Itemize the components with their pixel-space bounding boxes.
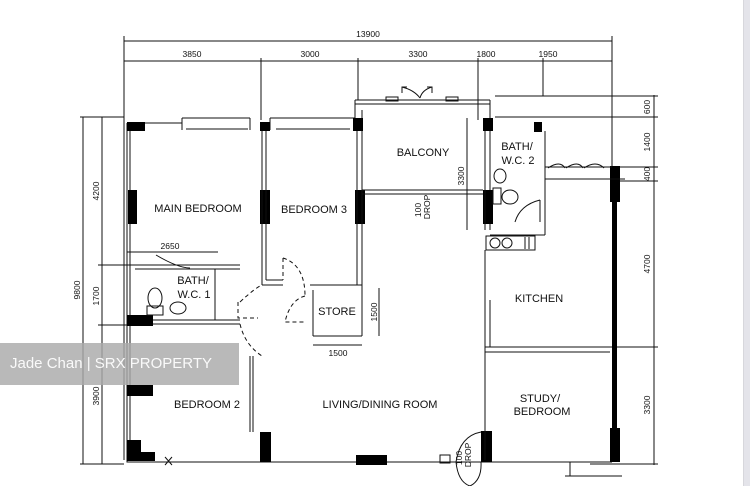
top-dimension-lines xyxy=(123,36,613,460)
internal-dimension-lines xyxy=(127,118,468,346)
balcony-drop-value: 100 xyxy=(413,203,423,217)
dim-top-3: 3300 xyxy=(409,49,428,59)
dim-right-5: 3300 xyxy=(642,395,652,414)
dim-right-4: 4700 xyxy=(642,254,652,273)
bath-wc-1-fixtures xyxy=(146,254,191,316)
dim-left-1: 4200 xyxy=(91,181,101,200)
door-swing-icons xyxy=(237,257,306,357)
balcony-drop-label: DROP xyxy=(422,194,432,219)
left-dimension-lines xyxy=(80,116,135,465)
dim-store-width: 1500 xyxy=(329,348,348,358)
dim-top-4: 1800 xyxy=(477,49,496,59)
kitchen-sink-icon xyxy=(485,235,536,251)
dim-left-overall: 9800 xyxy=(72,280,82,299)
main-entrance-door-icon xyxy=(439,431,482,486)
dim-right-3: 400 xyxy=(642,167,652,181)
room-study-line1: STUDY/ xyxy=(520,393,561,405)
room-bath-wc-1-line1: BATH/ xyxy=(177,275,210,287)
dim-right-1: 600 xyxy=(642,100,652,114)
dim-top-2: 3000 xyxy=(301,49,320,59)
service-yard-doors-icon xyxy=(547,163,605,169)
dim-right-2: 1400 xyxy=(642,132,652,151)
entrance-drop-value: 100 xyxy=(454,451,464,465)
dim-bath1-width: 2650 xyxy=(161,241,180,251)
room-main-bedroom: MAIN BEDROOM xyxy=(154,203,241,215)
room-bath-wc-1-line2: W.C. 1 xyxy=(177,289,210,301)
bottom-ledge xyxy=(150,456,185,466)
dim-left-3: 3900 xyxy=(91,386,101,405)
room-bedroom-3: BEDROOM 3 xyxy=(281,204,347,216)
room-bedroom-2: BEDROOM 2 xyxy=(174,399,240,411)
dim-left-2: 1700 xyxy=(91,286,101,305)
room-bath-wc-2-line2: W.C. 2 xyxy=(501,155,534,167)
dim-balcony-depth: 3300 xyxy=(456,166,466,185)
scrollbar[interactable] xyxy=(743,0,750,486)
room-kitchen: KITCHEN xyxy=(515,293,563,305)
bath-wc-2-fixtures xyxy=(492,168,541,223)
dim-top-1: 3850 xyxy=(183,49,202,59)
dim-overall-width: 13900 xyxy=(356,29,380,39)
room-living-dining: LIVING/DINING ROOM xyxy=(323,399,438,411)
entrance-drop-label: DROP xyxy=(463,442,473,467)
room-store: STORE xyxy=(318,306,356,318)
room-study-line2: BEDROOM xyxy=(514,406,571,418)
room-bath-wc-2-line1: BATH/ xyxy=(501,141,534,153)
right-dimension-lines xyxy=(495,95,658,465)
dim-store-depth: 1500 xyxy=(369,302,379,321)
dim-top-5: 1950 xyxy=(539,49,558,59)
watermark-banner: Jade Chan | SRX PROPERTY xyxy=(0,343,239,385)
room-balcony: BALCONY xyxy=(397,147,450,159)
balcony-door-icon xyxy=(385,86,459,102)
structural-columns xyxy=(127,118,620,465)
interior-walls xyxy=(135,131,625,477)
